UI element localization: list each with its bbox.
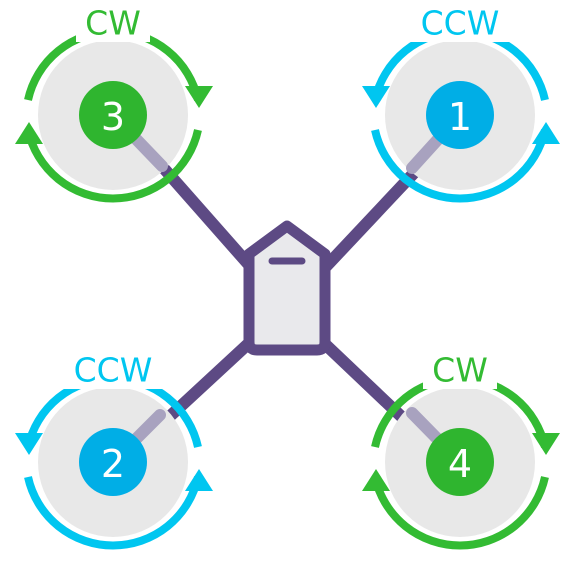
rotation-arc-lower bbox=[371, 129, 549, 203]
direction-labels: CCW CCW CW CW bbox=[63, 4, 510, 390]
rotation-arrow-icon bbox=[362, 86, 390, 108]
rotation-arrow-icon bbox=[185, 86, 213, 108]
rotation-arrow-icon bbox=[15, 433, 43, 455]
motor-hubs: 1 2 3 4 bbox=[79, 81, 494, 496]
rotation-arrow-icon bbox=[532, 433, 560, 455]
rotation-arrow-icon bbox=[532, 122, 560, 144]
rotation-arc-lower bbox=[24, 129, 202, 203]
motor-2-hub bbox=[79, 428, 147, 496]
rotation-arrow-icon bbox=[15, 122, 43, 144]
motor-3-number: 3 bbox=[101, 95, 125, 139]
body-shell bbox=[243, 220, 331, 356]
motor-2-direction-label: CCW bbox=[74, 351, 153, 390]
drone-body bbox=[243, 220, 331, 356]
motor-1-hub bbox=[426, 81, 494, 149]
label-backing bbox=[76, 4, 150, 42]
motor-2-number: 2 bbox=[101, 442, 125, 486]
motor-3-direction-label: CW bbox=[85, 4, 141, 43]
motor-3-hub bbox=[79, 81, 147, 149]
motor-1-direction-label: CCW bbox=[421, 4, 500, 43]
motor-1-number: 1 bbox=[448, 95, 472, 139]
label-backing bbox=[410, 4, 510, 42]
label-backing bbox=[423, 351, 497, 389]
rotation-arrow-icon bbox=[362, 469, 390, 491]
motor-4-direction-label: CW bbox=[432, 351, 488, 390]
rotation-arrow-icon bbox=[185, 469, 213, 491]
motor-4-number: 4 bbox=[448, 442, 472, 486]
label-backing bbox=[63, 351, 163, 389]
rotation-arc-lower bbox=[24, 476, 202, 550]
motor-4-hub bbox=[426, 428, 494, 496]
rotation-arc-lower bbox=[371, 476, 549, 550]
